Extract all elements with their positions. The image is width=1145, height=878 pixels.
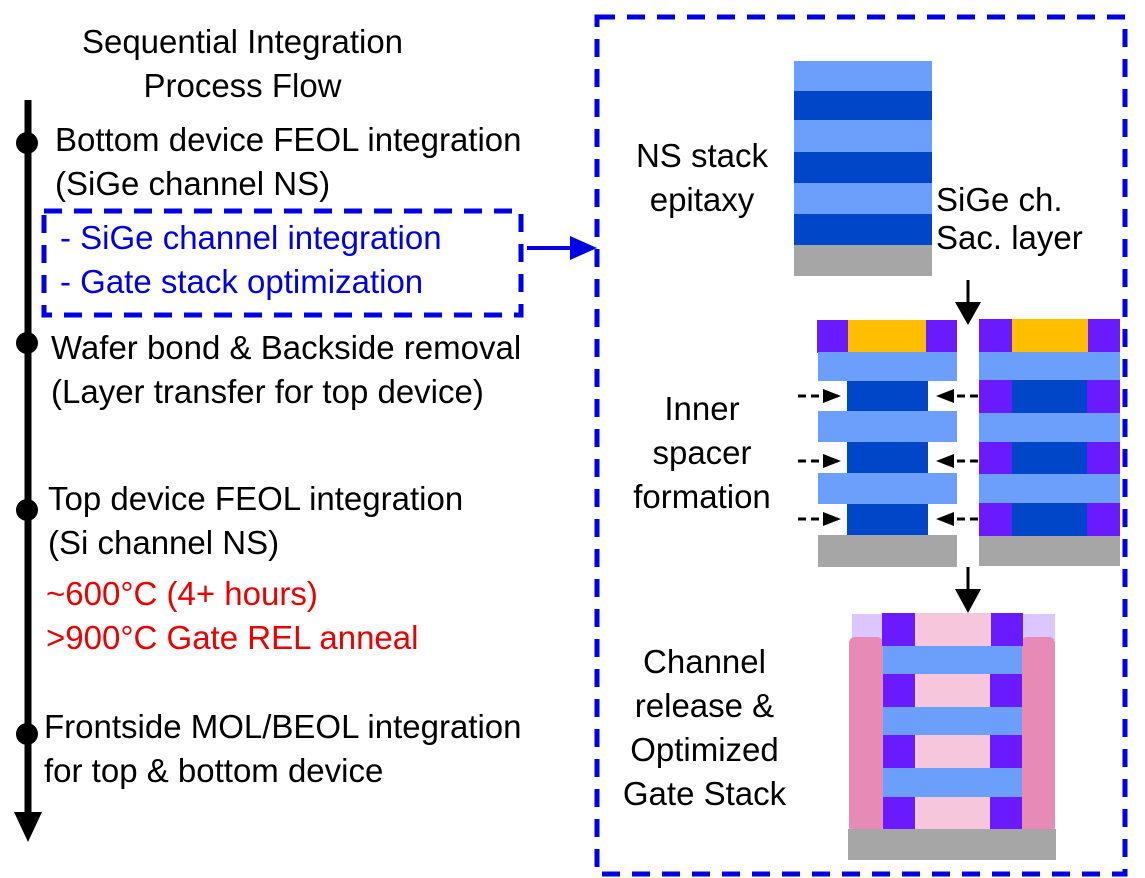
timeline-node	[16, 499, 38, 521]
recess-arrows	[798, 389, 978, 526]
highlight-box: - SiGe channel integration - Gate stack …	[60, 216, 442, 304]
outer-spacer-right	[1021, 637, 1055, 833]
stage-label-inner-spacer: Inner spacer formation	[612, 387, 792, 519]
stage-label-line: release &	[634, 687, 775, 724]
flow-step-title: Wafer bond & Backside removal	[51, 329, 522, 366]
stage-label-ns-stack: NS stack epitaxy	[612, 134, 792, 222]
title-line: Process Flow	[143, 67, 342, 104]
flow-step-wafer-bond: Wafer bond & Backside removal (Layer tra…	[51, 326, 521, 414]
timeline-node	[16, 332, 38, 354]
stage-label-line: NS stack	[635, 137, 769, 174]
outer-spacer-left	[849, 637, 883, 833]
timeline-node	[16, 723, 38, 745]
inner-spacer-recess-figure	[798, 320, 978, 567]
title-line: Sequential Integration	[81, 23, 404, 60]
sacrificial-layer	[794, 214, 932, 245]
stage-label-channel-release: Channel release & Optimized Gate Stack	[602, 640, 807, 816]
layer-label: SiGe ch. Sac. layer	[936, 178, 1083, 260]
highlight-box-border	[41, 208, 524, 318]
sige-channel-layer	[794, 120, 932, 152]
flow-step-subtitle: (SiGe channel NS)	[55, 165, 331, 202]
sacrificial-layer	[794, 91, 932, 120]
flow-step-subtitle: (Si channel NS)	[48, 524, 280, 561]
stage-label-line: Gate Stack	[622, 775, 787, 812]
layer-label-sac: Sac. layer	[936, 219, 1083, 256]
flow-step-title: Frontside MOL/BEOL integration	[44, 708, 522, 745]
thermal-note-line: >900°C Gate REL anneal	[46, 619, 419, 656]
highlight-item: - SiGe channel integration	[60, 219, 442, 256]
inner-spacer-filled-figure	[979, 319, 1120, 566]
connector-arrowhead-icon	[570, 236, 597, 260]
timeline-arrowhead-icon	[14, 812, 42, 842]
thermal-note-line: ~600°C (4+ hours)	[46, 575, 318, 612]
flow-step-subtitle: (Layer transfer for top device)	[51, 373, 484, 410]
stage-label-line: spacer	[652, 434, 752, 471]
sige-channel-layer	[794, 61, 932, 91]
gate-cap	[848, 320, 927, 353]
flow-step-bottom-device: Bottom device FEOL integration (SiGe cha…	[55, 118, 522, 206]
thermal-budget-note: ~600°C (4+ hours) >900°C Gate REL anneal	[46, 572, 418, 660]
detail-panel-border	[594, 14, 1128, 877]
highlight-item: - Gate stack optimization	[60, 263, 424, 300]
substrate-layer	[794, 245, 932, 276]
process-arrowhead-icon	[955, 302, 981, 325]
stage-label-line: Optimized	[630, 731, 779, 768]
flow-step-subtitle: for top & bottom device	[44, 752, 384, 789]
timeline-node	[16, 132, 38, 154]
stage-label-line: formation	[633, 478, 771, 515]
flow-step-top-device: Top device FEOL integration (Si channel …	[48, 477, 463, 565]
stage-label-line: Inner	[664, 390, 740, 427]
flow-step-title: Bottom device FEOL integration	[55, 121, 522, 158]
timeline	[14, 100, 42, 842]
flow-step-frontside: Frontside MOL/BEOL integration for top &…	[44, 705, 522, 793]
channel-release-figure	[848, 613, 1056, 860]
stage-label-line: Channel	[643, 643, 766, 680]
sige-channel-layer	[794, 183, 932, 214]
flow-step-title: Top device FEOL integration	[48, 480, 464, 517]
process-arrowhead-icon	[955, 589, 981, 613]
stage-label-line: epitaxy	[649, 181, 755, 218]
sacrificial-layer	[794, 152, 932, 183]
layer-label-sige: SiGe ch.	[936, 181, 1063, 218]
ns-stack-epitaxy-figure	[794, 61, 932, 276]
page-title: Sequential Integration Process Flow	[40, 20, 445, 108]
